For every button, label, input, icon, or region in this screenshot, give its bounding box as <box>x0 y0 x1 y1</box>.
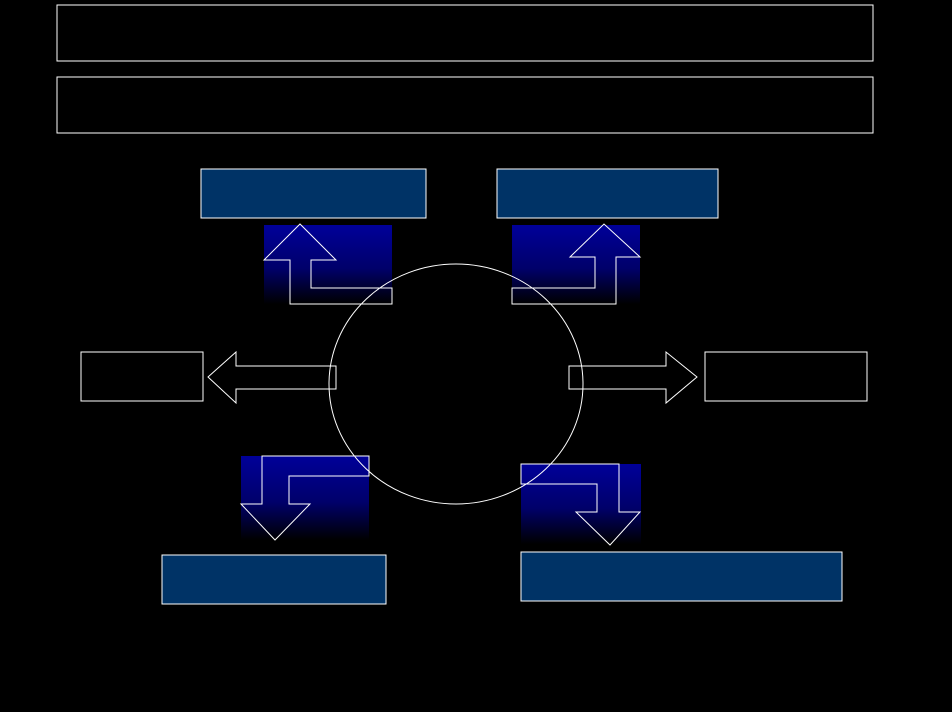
arrow-backdrop-bottom-left <box>241 456 369 540</box>
node-top-left <box>200 168 427 219</box>
arrow-left-icon <box>207 350 337 405</box>
node-bottom-right <box>520 551 843 602</box>
header-box <box>56 4 874 62</box>
bent-arrow-down-right-icon <box>520 463 642 546</box>
arrow-backdrop-top-left <box>264 225 392 304</box>
arrow-right-icon <box>568 350 698 405</box>
arrow-backdrop-bottom-right <box>521 464 641 544</box>
node-top-right <box>496 168 719 219</box>
subheader-box <box>56 76 874 134</box>
bent-arrow-down-left-icon <box>239 455 370 541</box>
bent-arrow-up-left-icon <box>262 223 393 305</box>
node-right <box>704 351 868 402</box>
node-left <box>80 351 204 402</box>
center-circle <box>328 263 584 505</box>
arrow-backdrop-top-right <box>512 225 640 304</box>
bent-arrow-up-right-icon <box>511 223 642 305</box>
node-bottom-left <box>161 554 387 605</box>
